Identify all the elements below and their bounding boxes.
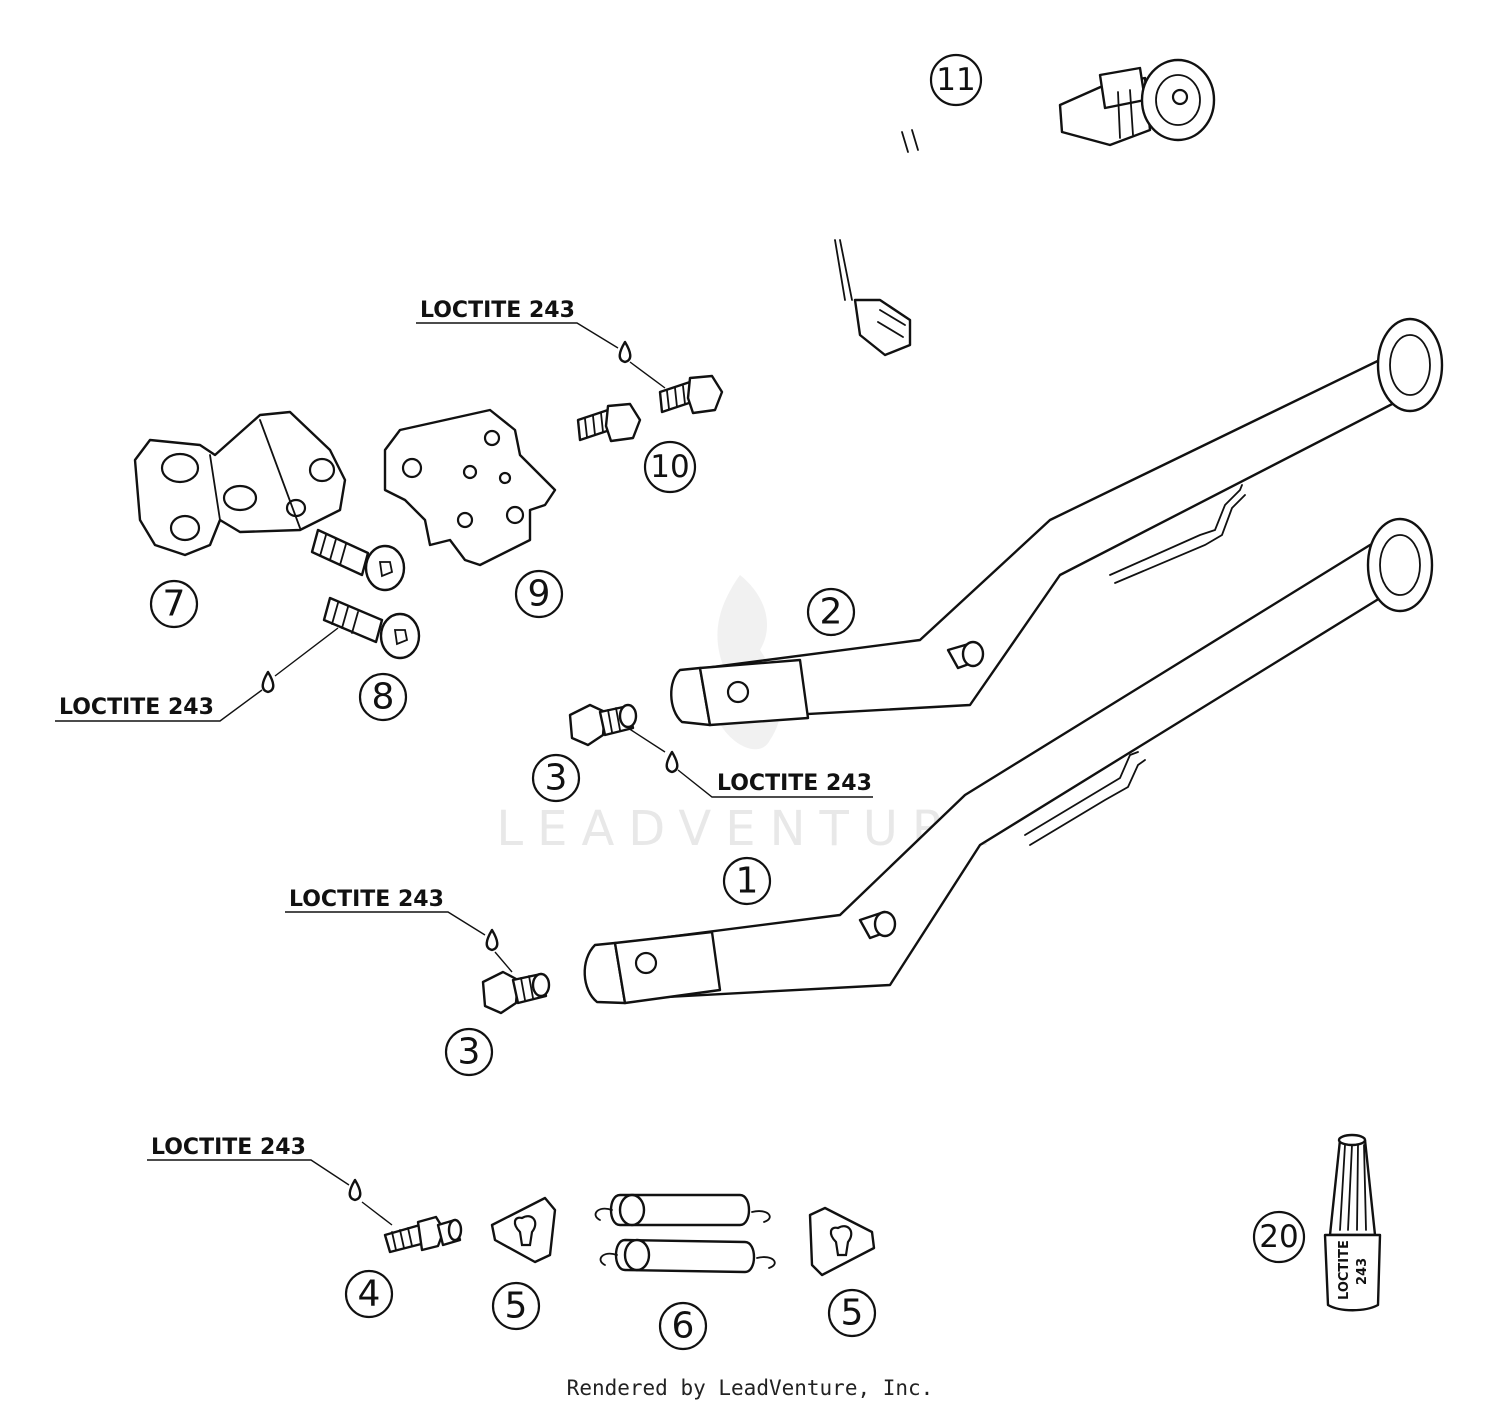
bottle-label-line2: 243 <box>1355 1258 1370 1285</box>
svg-text:4: 4 <box>358 1274 381 1315</box>
callout-1: 1 <box>722 856 772 906</box>
part-2-side-stand-upper <box>670 317 1444 727</box>
svg-text:9: 9 <box>528 574 551 615</box>
callout-5-left: 5 <box>491 1281 541 1331</box>
callout-3-lower: 3 <box>444 1027 494 1077</box>
part-7-bracket <box>133 410 347 557</box>
loctite-label-middle: LOCTITE 243 <box>627 727 873 798</box>
render-credit: Rendered by LeadVenture, Inc. <box>566 1376 934 1400</box>
part-4-stud <box>383 1215 463 1254</box>
svg-text:1: 1 <box>736 861 759 902</box>
loctite-drops <box>261 340 679 1202</box>
part-5-spring-plate-right <box>808 1206 876 1277</box>
watermark-text: LEADVENTURE <box>496 801 1003 857</box>
callout-9: 9 <box>514 569 564 619</box>
callout-20: 20 <box>1252 1210 1306 1264</box>
loctite-label-lower: LOCTITE 243 <box>285 887 513 973</box>
part-3-bolt-upper <box>568 703 638 747</box>
part-9-plate <box>383 408 557 567</box>
svg-text:3: 3 <box>545 758 568 799</box>
callout-7: 7 <box>149 579 199 629</box>
part-5-spring-plate-left <box>490 1196 557 1264</box>
callout-3-upper: 3 <box>531 753 581 803</box>
loctite-label-top: LOCTITE 243 <box>416 298 666 389</box>
svg-text:LOCTITE 243: LOCTITE 243 <box>717 771 872 796</box>
part-20-loctite-bottle: LOCTITE 243 <box>1323 1133 1382 1312</box>
callout-11: 11 <box>929 53 983 107</box>
part-1-side-stand-lower <box>583 517 1434 1005</box>
part-3-bolt-lower <box>481 970 551 1015</box>
svg-text:20: 20 <box>1259 1219 1298 1255</box>
svg-text:5: 5 <box>505 1286 528 1327</box>
part-11-side-stand-switch <box>832 58 1216 357</box>
loctite-label-bottom: LOCTITE 243 <box>147 1135 393 1226</box>
bottle-label-line1: LOCTITE <box>1337 1240 1352 1300</box>
callout-2: 2 <box>806 587 856 637</box>
svg-text:3: 3 <box>458 1032 481 1073</box>
svg-text:8: 8 <box>372 677 395 718</box>
part-10-bolts <box>576 374 724 443</box>
svg-text:2: 2 <box>820 592 843 633</box>
svg-text:LOCTITE 243: LOCTITE 243 <box>289 887 444 912</box>
svg-text:LOCTITE 243: LOCTITE 243 <box>59 695 214 720</box>
svg-text:7: 7 <box>163 584 186 625</box>
callout-4: 4 <box>344 1269 394 1319</box>
callout-8: 8 <box>358 672 408 722</box>
svg-text:10: 10 <box>650 449 689 485</box>
svg-text:5: 5 <box>841 1293 864 1334</box>
part-6-springs <box>594 1193 776 1274</box>
svg-text:11: 11 <box>936 62 975 98</box>
callout-5-right: 5 <box>827 1288 877 1338</box>
svg-text:6: 6 <box>672 1306 695 1347</box>
svg-text:LOCTITE 243: LOCTITE 243 <box>420 298 575 323</box>
callout-6: 6 <box>658 1301 708 1351</box>
loctite-label-left: LOCTITE 243 <box>55 627 339 722</box>
callout-10: 10 <box>643 440 697 494</box>
part-8-screws <box>310 528 421 660</box>
svg-text:LOCTITE 243: LOCTITE 243 <box>151 1135 306 1160</box>
